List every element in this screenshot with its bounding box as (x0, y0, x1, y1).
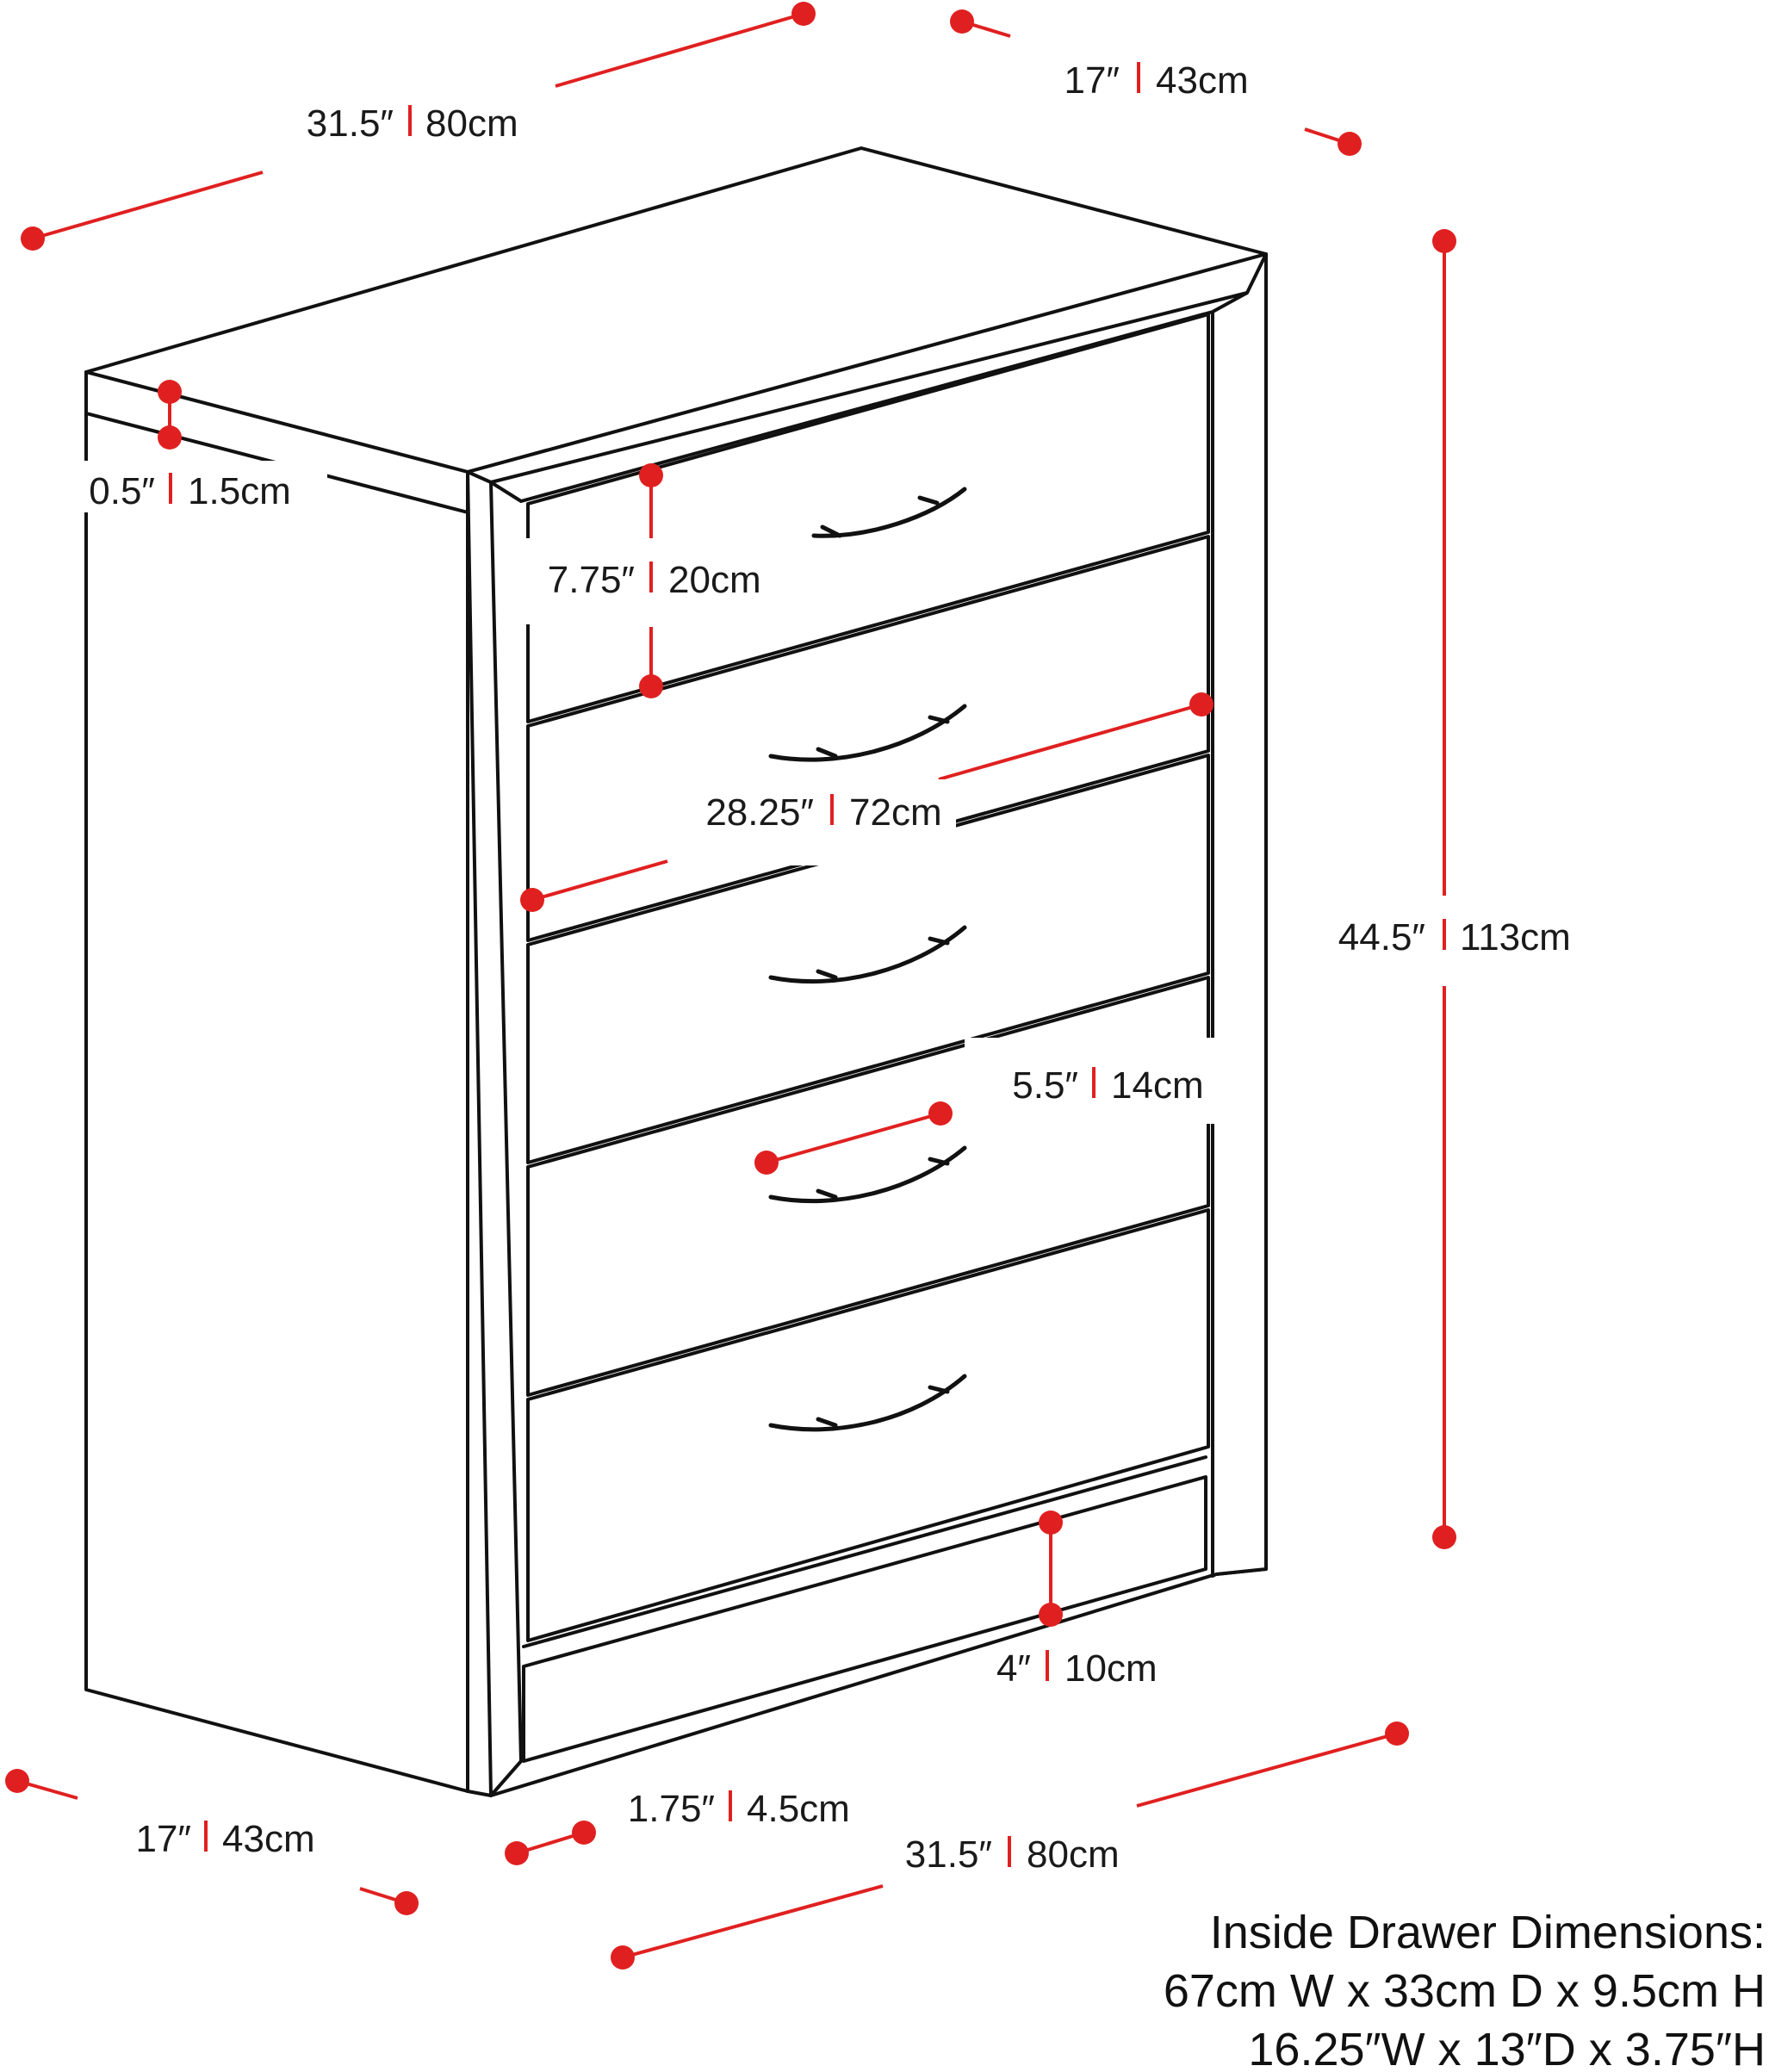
drawer-5 (526, 1208, 1210, 1642)
drawer-handle-icon (768, 1374, 967, 1432)
label-bottom-width-metric: 80cm (1027, 1833, 1120, 1876)
drawer-handle-icon (811, 487, 967, 538)
inside-drawer-metric: 67cm W x 33cm D x 9.5cm H (1164, 1965, 1766, 2017)
label-side-frame: 1.75″ 4.5cm (628, 1788, 850, 1830)
label-drawer-width-metric: 72cm (849, 791, 942, 834)
label-base-height: 4″ 10cm (996, 1647, 1158, 1690)
label-top-depth-imperial: 17″ (1064, 59, 1120, 102)
label-bottom-depth-metric: 43cm (222, 1818, 315, 1860)
drawer-handle-icon (768, 1145, 967, 1204)
label-top-width-imperial: 31.5″ (307, 102, 394, 145)
label-base-height-metric: 10cm (1065, 1647, 1158, 1690)
label-base-height-imperial: 4″ (996, 1647, 1031, 1690)
label-overall-height-imperial: 44.5″ (1338, 916, 1425, 958)
label-top-thickness-imperial: 0.5″ (89, 470, 155, 512)
label-top-depth: 17″ 43cm (1064, 59, 1248, 102)
dresser-base (522, 1475, 1207, 1763)
label-handle-width-imperial: 5.5″ (1012, 1064, 1078, 1107)
label-top-width: 31.5″ 80cm (307, 102, 518, 145)
dresser-right-post (1211, 252, 1268, 1578)
dresser-base-line (522, 1455, 1207, 1648)
drawer-handle-icon (768, 704, 967, 762)
label-side-frame-imperial: 1.75″ (628, 1788, 715, 1830)
inside-drawer-title: Inside Drawer Dimensions: (1210, 1907, 1766, 1958)
label-drawer-width: 28.25″ 72cm (672, 779, 956, 865)
label-drawer-width-imperial: 28.25″ (705, 791, 814, 834)
dimension-lines (5, 2, 1456, 1970)
label-bottom-width: 31.5″ 80cm (905, 1833, 1120, 1876)
label-handle-width-metric: 14cm (1111, 1064, 1204, 1107)
label-top-width-metric: 80cm (425, 102, 518, 145)
label-drawer-height-metric: 20cm (668, 559, 761, 601)
dimension-labels: 31.5″ 80cm 17″ 43cm 0.5″ 1.5cm 7.75″ 20c… (69, 59, 1571, 1876)
label-overall-height: 44.5″ 113cm (1338, 916, 1571, 958)
dresser-drawing (84, 146, 1268, 1797)
drawer-handle-icon (768, 925, 967, 984)
label-bottom-depth: 17″ 43cm (135, 1818, 314, 1860)
dresser-left-post (466, 470, 523, 1797)
label-top-depth-metric: 43cm (1156, 59, 1249, 102)
label-handle-width: 5.5″ 14cm (965, 1038, 1249, 1124)
label-bottom-width-imperial: 31.5″ (905, 1833, 992, 1876)
inside-drawer-imperial: 16.25″W x 13″D x 3.75″H (1248, 2024, 1766, 2072)
label-bottom-depth-imperial: 17″ (135, 1818, 191, 1860)
label-side-frame-metric: 4.5cm (747, 1788, 850, 1830)
label-top-thickness: 0.5″ 1.5cm (69, 461, 327, 512)
inside-drawer-note: Inside Drawer Dimensions: 67cm W x 33cm … (1164, 1907, 1766, 2072)
dresser-top-rail (489, 291, 1249, 503)
label-drawer-height-imperial: 7.75″ (548, 559, 635, 601)
label-drawer-height: 7.75″ 20cm (525, 538, 775, 624)
label-top-thickness-metric: 1.5cm (188, 470, 291, 512)
label-overall-height-metric: 113cm (1460, 916, 1571, 958)
dresser-side-panel (84, 412, 469, 1793)
drawer-3 (526, 754, 1210, 1164)
